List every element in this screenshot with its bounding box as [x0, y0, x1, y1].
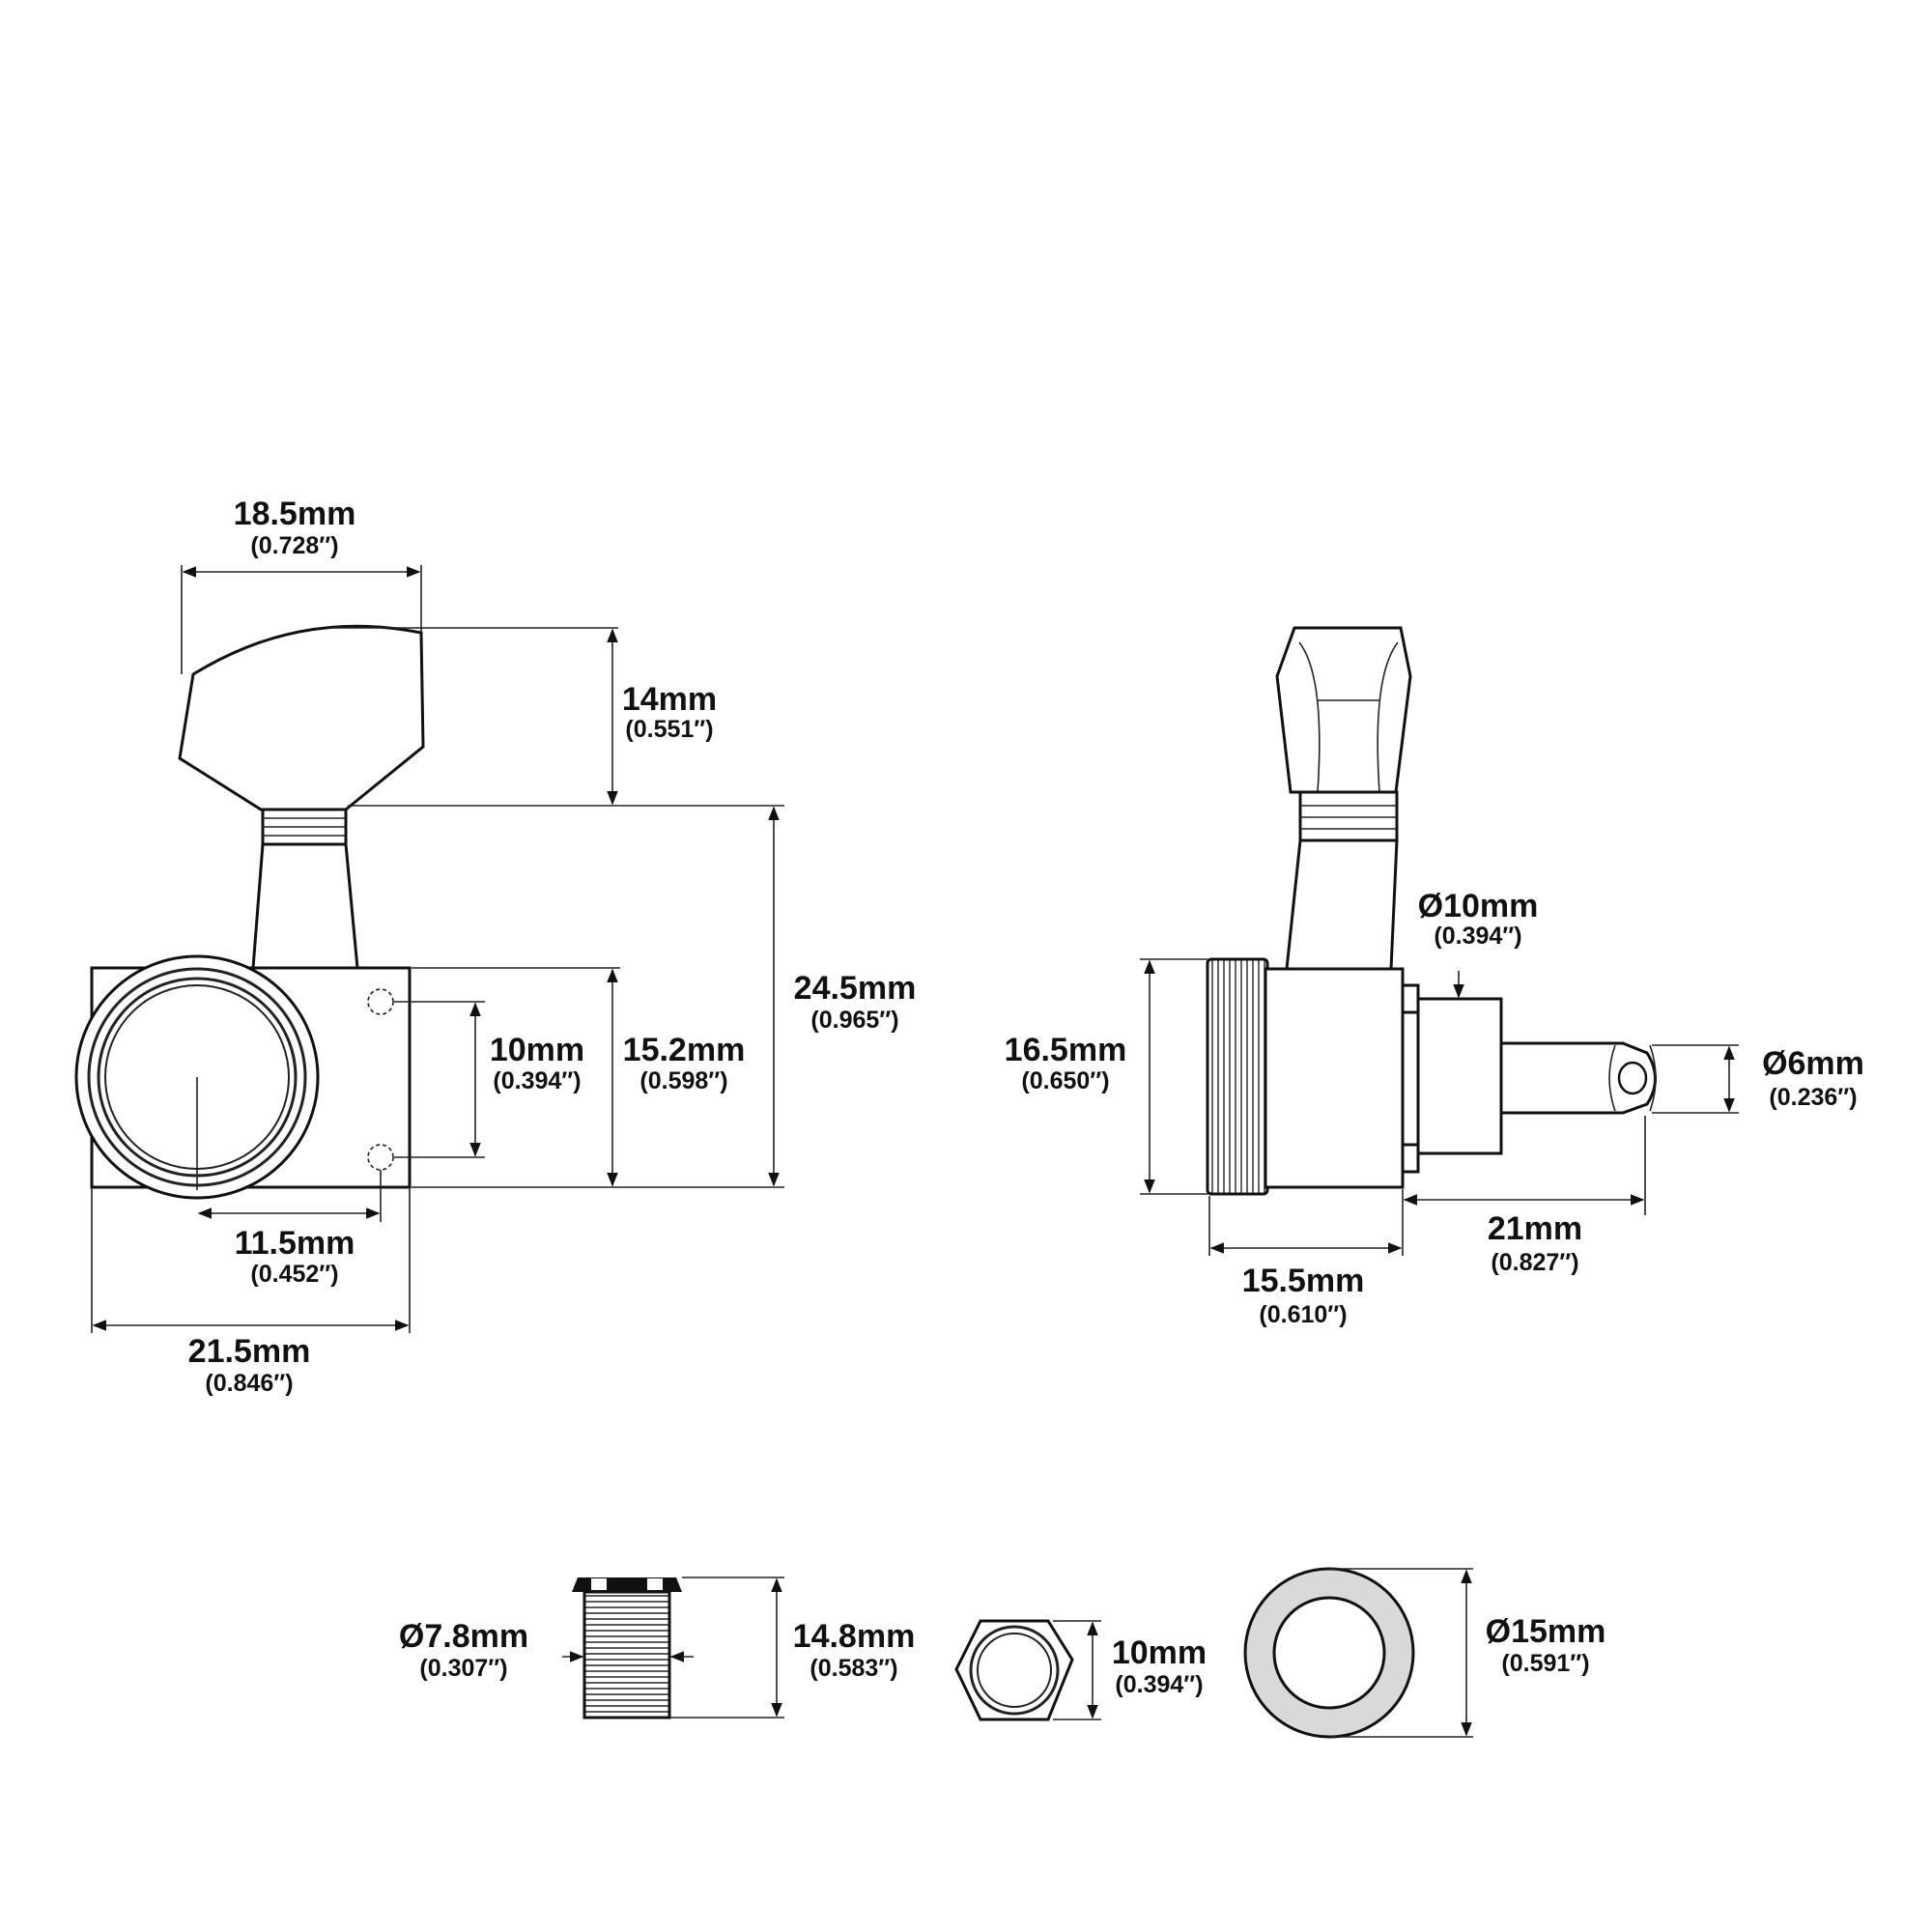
dim-side-housing-height-inch: (0.650″) — [1021, 1067, 1109, 1094]
dim-housing-width-inch: (0.846″) — [205, 1370, 293, 1397]
dim-button-width-mm: 18.5mm — [234, 496, 356, 532]
dim-post-tip-dia-inch: (0.236″) — [1769, 1084, 1857, 1111]
dim-washer-dia-inch: (0.591″) — [1501, 1650, 1589, 1677]
dim-washer-dia-mm: Ø15mm — [1486, 1613, 1606, 1650]
dim-hex-nut-inch: (0.394″) — [1115, 1671, 1203, 1698]
bushing-head — [572, 1577, 682, 1592]
dim-screw-spacing-mm: 10mm — [490, 1032, 584, 1068]
dim-screw-spacing-inch: (0.394″) — [493, 1067, 581, 1094]
screw-hole-top — [367, 988, 394, 1015]
front-view: 18.5mm (0.728″) 14mm (0.551″) 24.5mm (0.… — [74, 496, 917, 1397]
dim-post-base-dia-mm: Ø10mm — [1418, 888, 1539, 924]
dim-total-height-inch: (0.965″) — [810, 1007, 898, 1034]
dim-button-height-mm: 14mm — [622, 681, 717, 718]
dim-side-housing-height-mm: 16.5mm — [1005, 1032, 1127, 1068]
side-view: Ø10mm (0.394″) 16.5mm (0.650″) Ø6mm (0.2… — [1005, 626, 1864, 1328]
dim-hex-nut-mm: 10mm — [1112, 1634, 1207, 1671]
dim-post-length-inch: (0.827″) — [1491, 1249, 1578, 1276]
side-collar — [1298, 790, 1399, 842]
dim-bushing-height-inch: (0.583″) — [810, 1655, 897, 1682]
dim-button-height-inch: (0.551″) — [625, 716, 713, 743]
hex-nut — [954, 1619, 1074, 1721]
tuner-button — [178, 624, 425, 811]
dim-post-to-screw-mm: 11.5mm — [235, 1225, 355, 1262]
post-string-hole — [1617, 1061, 1648, 1095]
bushing-thread — [582, 1590, 671, 1719]
dim-bushing-dia-inch: (0.307″) — [419, 1655, 507, 1682]
dim-housing-height-mm: 15.2mm — [623, 1032, 746, 1068]
post-base — [1416, 997, 1503, 1155]
dim-side-housing-depth-inch: (0.610″) — [1259, 1301, 1347, 1328]
side-stem — [1285, 838, 1399, 971]
knurled-cap — [1206, 957, 1269, 1196]
dim-button-width-inch: (0.728″) — [250, 532, 338, 559]
side-screw-top — [1401, 983, 1420, 1014]
dim-side-housing-depth-mm: 15.5mm — [1242, 1263, 1365, 1299]
side-screw-bottom — [1401, 1143, 1420, 1174]
dim-post-tip-dia-mm: Ø6mm — [1762, 1045, 1864, 1082]
tuner-stem — [251, 842, 359, 970]
dim-bushing-dia-mm: Ø7.8mm — [399, 1618, 528, 1655]
side-button — [1275, 626, 1412, 794]
side-housing — [1264, 967, 1405, 1189]
dim-post-base-dia-inch: (0.394″) — [1434, 923, 1521, 950]
dim-total-height-mm: 24.5mm — [794, 970, 917, 1007]
dim-housing-height-inch: (0.598″) — [639, 1067, 727, 1094]
dim-post-length-mm: 21mm — [1488, 1210, 1582, 1247]
hardware-view: Ø7.8mm (0.307″) 14.8mm (0.583″) 10mm (0.… — [399, 1567, 1606, 1739]
dim-housing-width-mm: 21.5mm — [188, 1333, 311, 1370]
screw-hole-bottom — [367, 1144, 394, 1171]
dim-post-to-screw-inch: (0.452″) — [250, 1261, 338, 1288]
dim-bushing-height-mm: 14.8mm — [793, 1618, 916, 1655]
